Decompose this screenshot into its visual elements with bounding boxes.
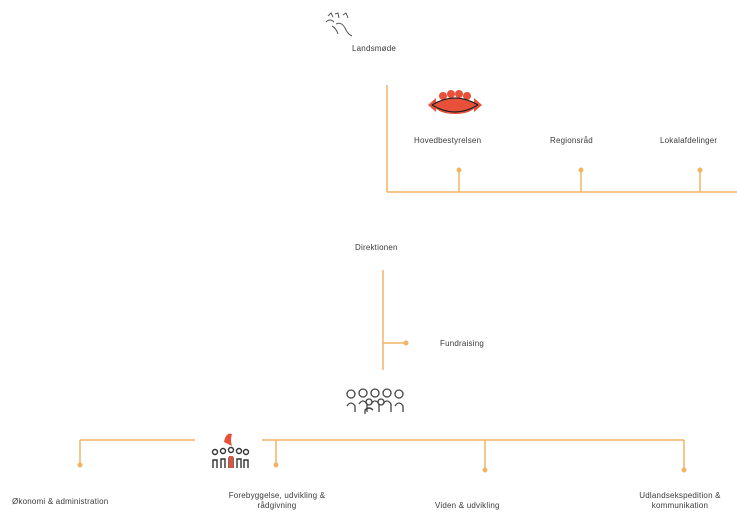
board-item-2-label: Regionsråd [550,136,593,145]
staff-dot [403,340,409,346]
dept-3-label: Viden & udvikling [435,501,500,510]
dept-2-label: Forebyggelse, udvikling & rådgivning [228,491,326,510]
dept-dot-3 [482,467,488,473]
board-dot-1 [456,167,462,173]
dept-dot-4 [681,467,687,473]
staff-label: Fundraising [440,339,485,348]
board-dot-2 [578,167,584,173]
team-icon [211,433,250,468]
hands-raised-icon [325,12,353,37]
top-label: Landsmøde [352,44,397,53]
group-red-icon [428,90,482,114]
dept-dot-2 [273,462,279,468]
board-dot-3 [697,167,703,173]
board-item-1-label: Hovedbestyrelsen [414,136,482,145]
dept-dot-1 [77,462,83,468]
direction-label: Direktionen [355,243,398,252]
dept-1-label: Økonomi & administration [12,497,109,506]
dept-4-label: Udlandsekspedition & kommunikation [639,491,721,510]
staff-group-icon [346,388,404,414]
board-item-3-label: Lokalafdelinger [660,136,718,145]
